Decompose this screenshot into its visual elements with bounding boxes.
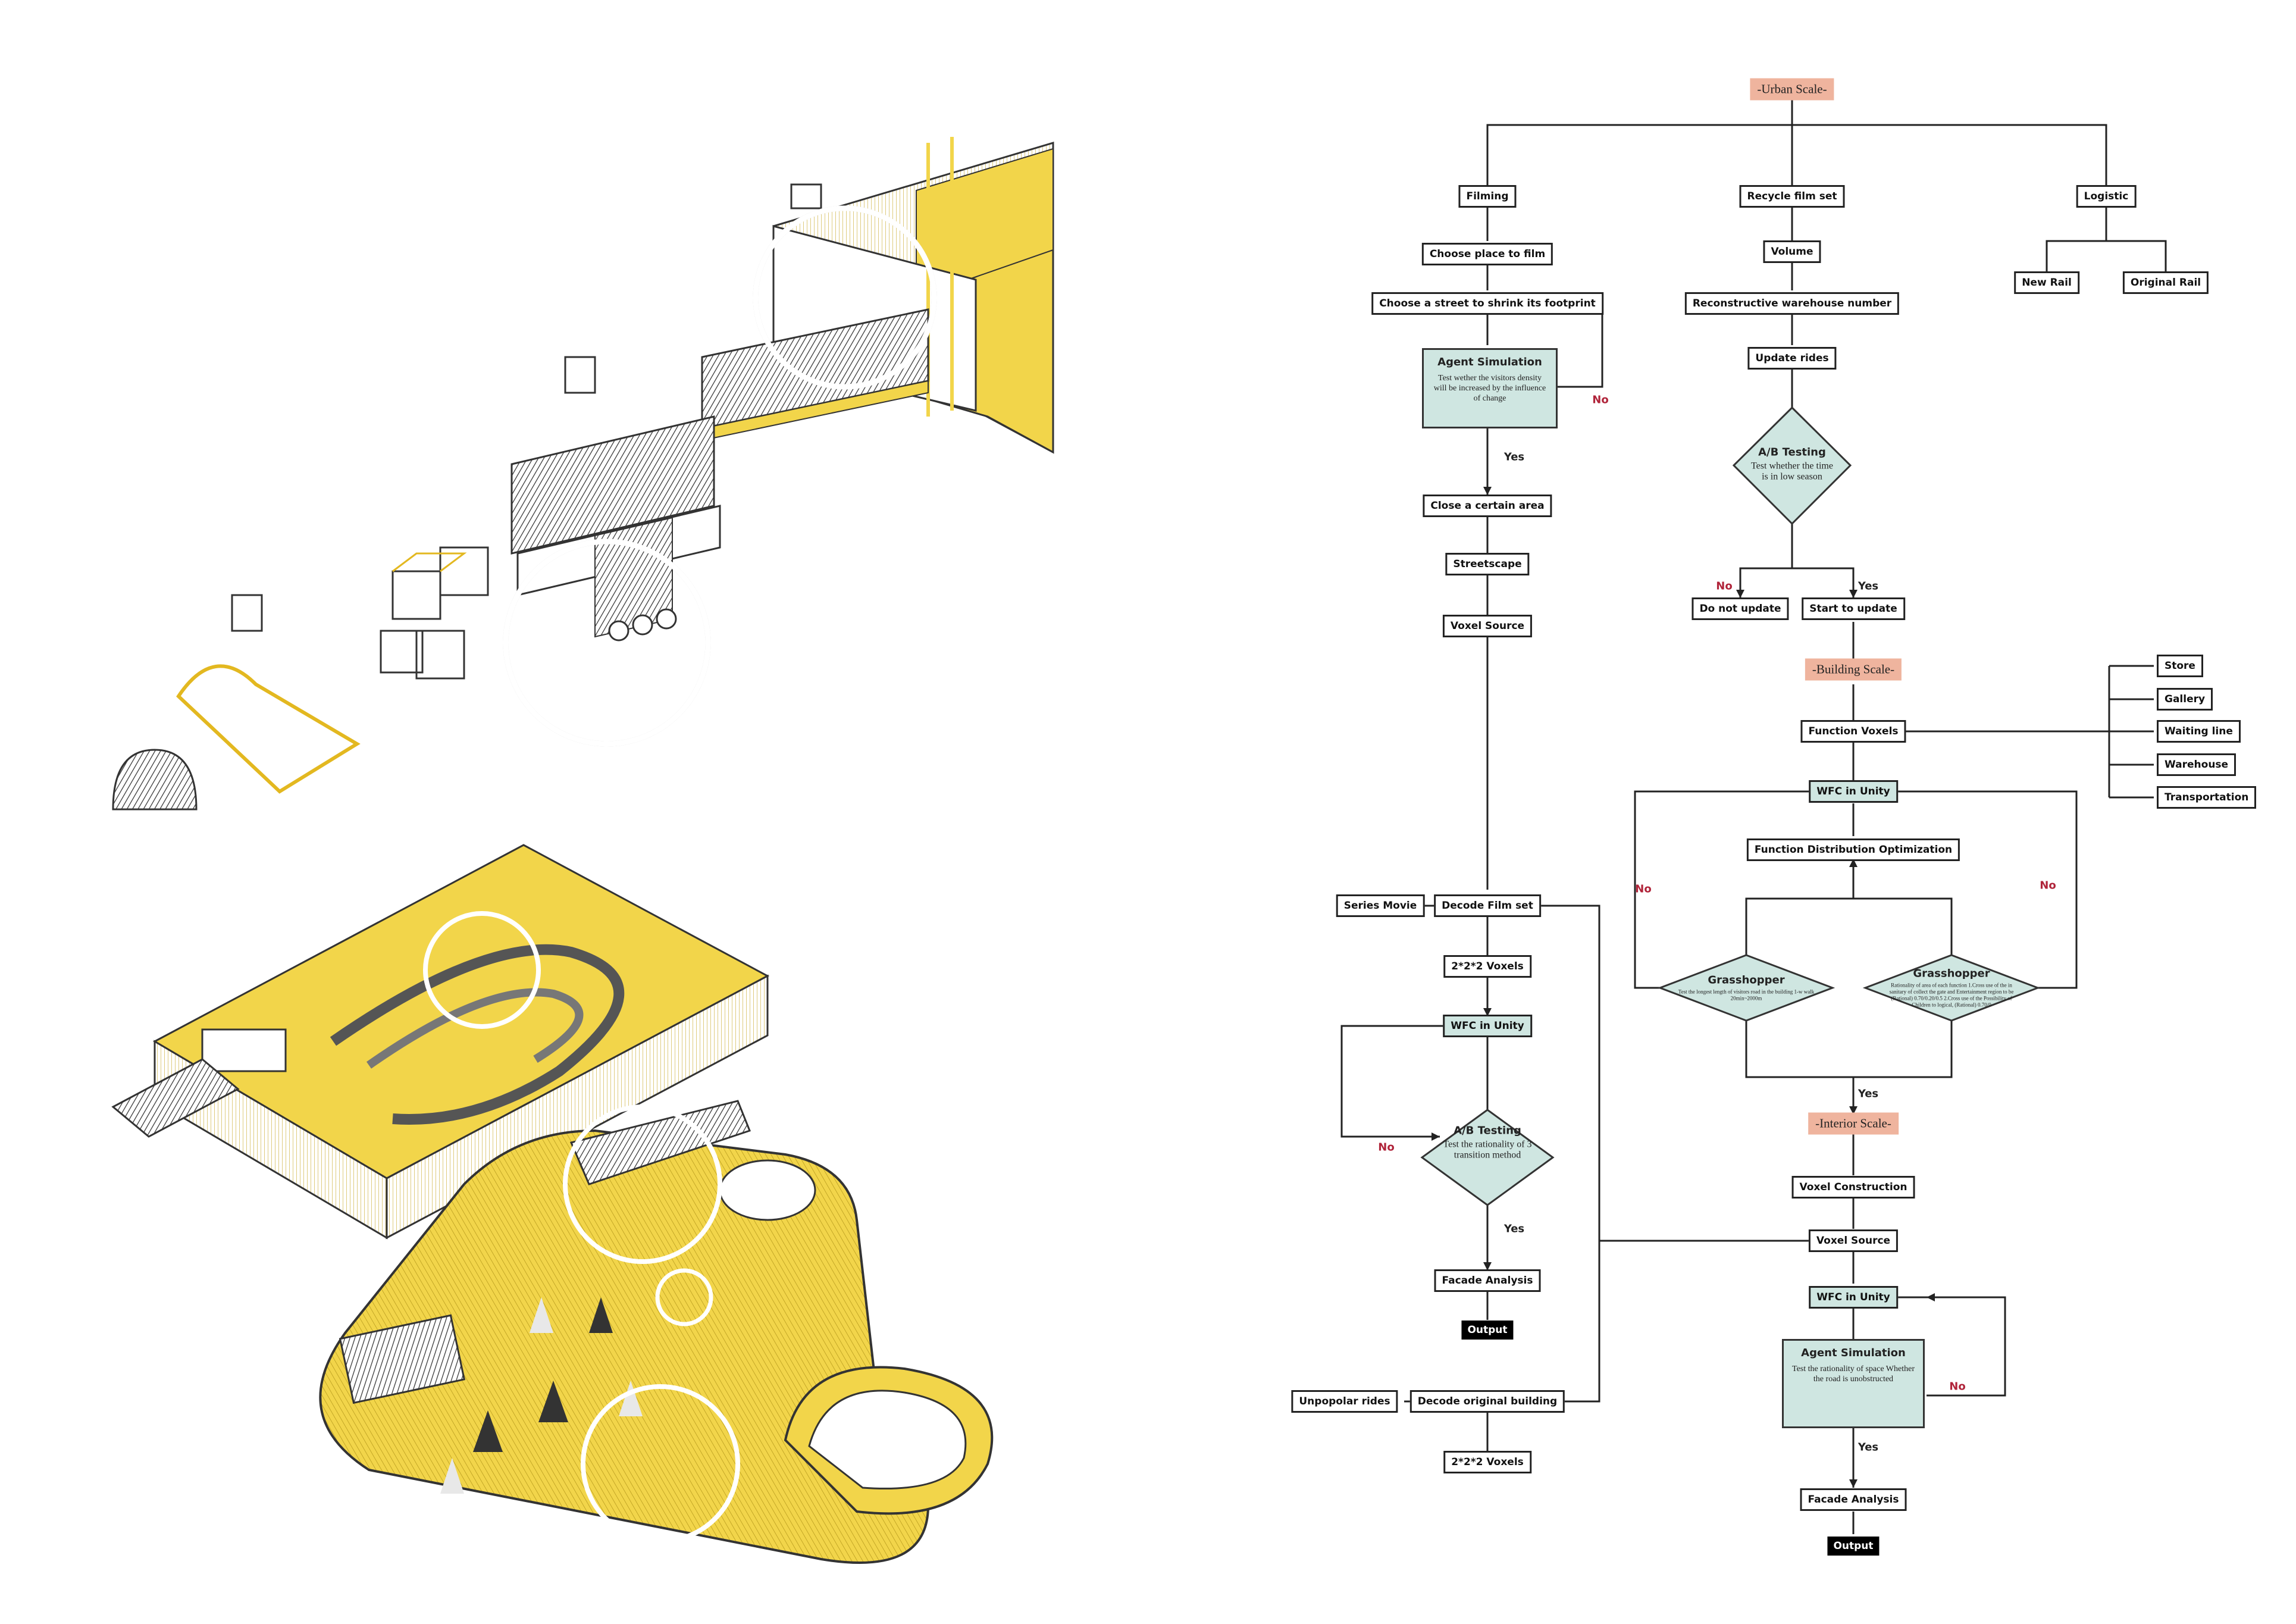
function-warehouse: Warehouse [2157, 753, 2237, 776]
choose-place-node: Choose place to film [1421, 243, 1553, 265]
voxel-source-2-node: Voxel Source [1808, 1229, 1899, 1252]
ab-testing-2-desc: Test the rationality of 3 transition met… [1443, 1139, 1532, 1160]
grasshopper-2-title: Grasshopper [1913, 967, 1990, 980]
facade-analysis-1-node: Facade Analysis [1434, 1269, 1541, 1292]
building-scale-tag: -Building Scale- [1805, 658, 1902, 681]
grasshopper-1-text: Grasshopper Test the longest length of v… [1678, 974, 1815, 1002]
no-label-4: No [2040, 879, 2056, 892]
voxels-222-a-node: 2*2*2 Voxels [1443, 955, 1531, 978]
interior-scale-tag: -Interior Scale- [1808, 1112, 1899, 1135]
agent-simulation-2-title: Agent Simulation [1801, 1347, 1906, 1359]
wfc-unity-2-node: WFC in Unity [1443, 1015, 1532, 1037]
logistic-node: Logistic [2076, 185, 2137, 208]
yes-label-3: Yes [1858, 1087, 1879, 1100]
theme-park-oval [295, 1100, 994, 1591]
agent-simulation-2: Agent Simulation Test the rationality of… [1782, 1339, 1925, 1428]
function-voxels-node: Function Voxels [1800, 720, 1906, 743]
no-label-5: No [1378, 1141, 1395, 1154]
grasshopper-2-desc: Rationality of area of each function 1.C… [1889, 982, 2014, 1008]
yes-label-2: Yes [1858, 580, 1879, 593]
no-label-6: No [1949, 1380, 1966, 1393]
grasshopper-2-text: Grasshopper Rationality of area of each … [1883, 968, 2020, 1009]
reconstructive-node: Reconstructive warehouse number [1684, 292, 1900, 315]
output-2-node: Output [1827, 1537, 1880, 1556]
magnifier-circles-top [503, 205, 937, 747]
urban-scale-tag: -Urban Scale- [1750, 78, 1834, 101]
volume-node: Volume [1763, 240, 1821, 263]
yes-label-1: Yes [1503, 450, 1525, 464]
update-rides-node: Update rides [1747, 347, 1837, 370]
agent-simulation-1: Agent Simulation Test wether the visitor… [1422, 348, 1558, 428]
yes-label-4: Yes [1503, 1222, 1525, 1235]
output-1-node: Output [1461, 1321, 1514, 1340]
voxels-222-b-node: 2*2*2 Voxels [1443, 1451, 1531, 1473]
no-label-3: No [1635, 883, 1652, 896]
truck-fleet [510, 308, 929, 642]
start-to-update-node: Start to update [1802, 597, 1905, 620]
ab-testing-1-title: A/B Testing [1758, 446, 1826, 459]
original-rail-node: Original Rail [2122, 271, 2209, 294]
function-waiting-line: Waiting line [2157, 720, 2241, 743]
function-distribution-node: Function Distribution Optimization [1746, 838, 1960, 861]
no-label-2: No [1716, 580, 1733, 593]
ab-testing-2-title: A/B Testing [1454, 1124, 1521, 1137]
do-not-update-node: Do not update [1692, 597, 1789, 620]
agent-simulation-1-title: Agent Simulation [1437, 356, 1542, 368]
grasshopper-1-title: Grasshopper [1708, 974, 1785, 987]
unpopular-rides-node: Unpopolar rides [1291, 1390, 1398, 1413]
no-label-1: No [1592, 393, 1609, 406]
scaffold-cubes [380, 546, 489, 680]
ab-testing-1-text: A/B Testing Test whether the time is in … [1747, 446, 1837, 483]
agent-simulation-2-desc: Test the rationality of space Whether th… [1792, 1365, 1915, 1384]
streetscape-node: Streetscape [1445, 553, 1530, 575]
function-transportation: Transportation [2157, 786, 2257, 809]
ab-testing-2-text: A/B Testing Test the rationality of 3 tr… [1440, 1125, 1535, 1161]
filming-node: Filming [1458, 185, 1517, 208]
voxel-source-1-node: Voxel Source [1442, 615, 1533, 637]
decode-film-set-node: Decode Film set [1434, 894, 1541, 917]
ab-testing-1-desc: Test whether the time is in low season [1751, 461, 1833, 482]
decode-original-building-node: Decode original building [1409, 1390, 1565, 1413]
wfc-unity-1-node: WFC in Unity [1809, 780, 1898, 803]
facade-analysis-2-node: Facade Analysis [1800, 1488, 1907, 1511]
agent-simulation-1-desc: Test wether the visitors density will be… [1433, 374, 1546, 403]
tunnel-set [112, 664, 361, 811]
series-movie-node: Series Movie [1336, 894, 1425, 917]
grasshopper-1-desc: Test the longest length of visitors road… [1678, 988, 1815, 1002]
function-gallery: Gallery [2157, 688, 2213, 711]
yes-label-5: Yes [1858, 1441, 1879, 1454]
studio-props [231, 183, 822, 632]
voxel-construction-node: Voxel Construction [1791, 1176, 1915, 1199]
recycle-film-set-node: Recycle film set [1739, 185, 1845, 208]
wfc-unity-3-node: WFC in Unity [1809, 1286, 1898, 1309]
isometric-illustrations [111, 137, 1054, 1591]
choose-street-node: Choose a street to shrink its footprint [1371, 292, 1603, 315]
new-rail-node: New Rail [2014, 271, 2079, 294]
function-store: Store [2157, 655, 2203, 677]
close-area-node: Close a certain area [1423, 495, 1552, 517]
